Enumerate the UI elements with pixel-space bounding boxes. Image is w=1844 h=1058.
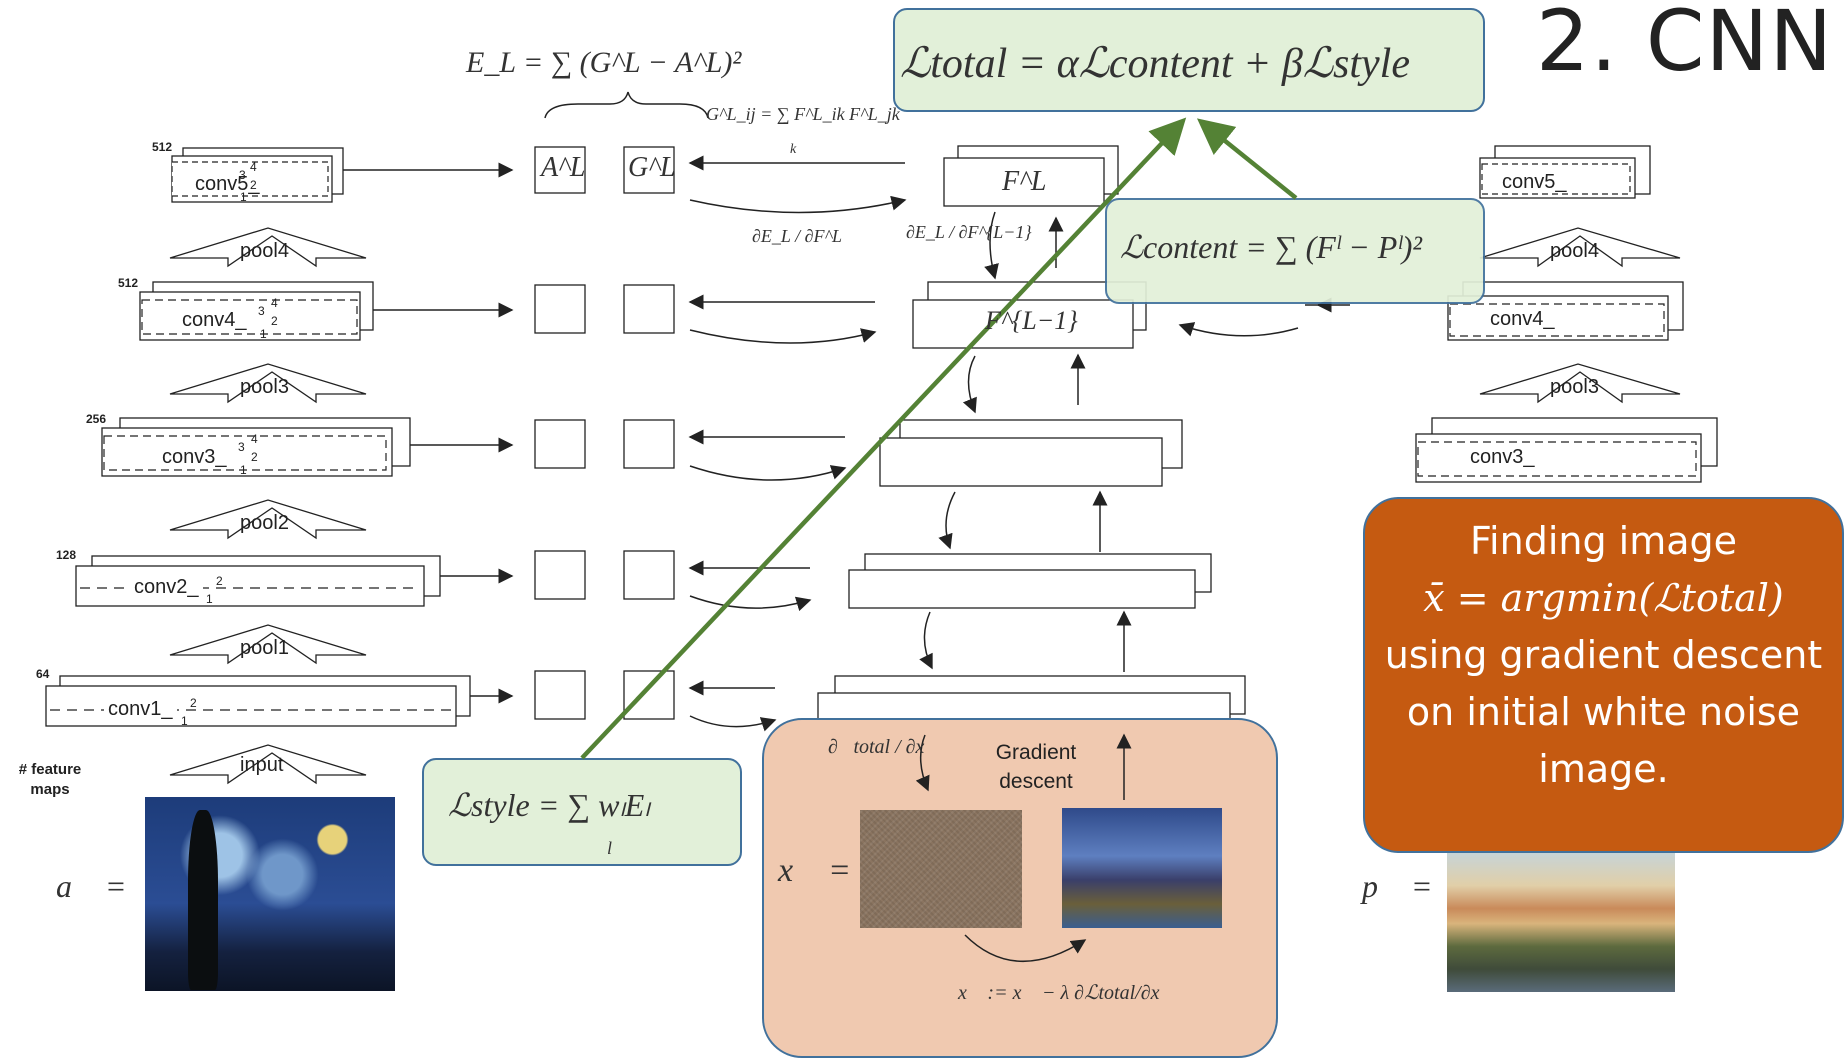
left-conv2-bottom: 1	[206, 592, 213, 606]
left-pool2-arrow	[169, 499, 367, 540]
left-conv3-mid: 3	[238, 440, 245, 454]
style-loss-equation: ℒstyle = ∑ wₗEₗ	[448, 787, 650, 823]
left-input-arrow	[169, 744, 367, 785]
update-rule: x⃗ := x⃗ − λ ∂ℒtotal/∂x⃗	[958, 982, 1176, 1004]
gradient-descent-label: Gradient descent	[995, 741, 1077, 793]
left-input-label: input	[240, 754, 284, 776]
left-conv3-right: 2	[251, 450, 258, 464]
style-loss-box	[422, 758, 742, 866]
dE-dFL1-label: ∂E_L / ∂F^{L−1}	[906, 222, 1032, 242]
left-conv4-right: 2	[271, 314, 278, 328]
left-conv4-bottom: 1	[260, 327, 267, 341]
left-conv5-right: 2	[250, 178, 257, 192]
objective-callout: Finding image x̄ = argmin(ℒtotal) using …	[1363, 497, 1844, 853]
noise-image	[860, 810, 1022, 928]
left-conv3-channels: 256	[86, 412, 107, 426]
right-conv4-label: conv4_	[1490, 308, 1555, 330]
callout-line-5: image.	[1538, 747, 1669, 791]
left-pool1-label: pool1	[240, 637, 289, 659]
feature-maps-label: # feature maps	[18, 761, 82, 798]
left-pool3-label: pool3	[240, 376, 289, 398]
left-conv5-mid: 3	[239, 168, 246, 182]
dL-dx-label: ∂ℒtotal / ∂x⃗	[828, 736, 940, 758]
left-pool4-label: pool4	[240, 240, 289, 262]
style-error-equation: E_L = ∑ (G^L − A^L)²	[466, 46, 742, 79]
left-conv1-sup: 2	[190, 696, 197, 710]
FL1-label: F^{L−1}	[985, 306, 1078, 335]
a-label: a⃗ =	[56, 868, 127, 904]
left-pool2-label: pool2	[240, 512, 289, 534]
style-image-starry-night	[145, 797, 395, 991]
left-conv4-mid: 3	[258, 304, 265, 318]
cypress-tree-shape	[188, 810, 218, 990]
total-loss-box	[893, 8, 1485, 112]
A-label: A^L	[541, 152, 586, 183]
left-conv4-label: conv4_	[182, 309, 247, 331]
left-pool3-arrow	[169, 363, 367, 404]
left-conv2-channels: 128	[56, 548, 77, 562]
gram-boxes	[534, 146, 675, 720]
stylized-output-image	[1062, 808, 1222, 928]
left-conv5-layer	[171, 147, 344, 203]
slide-title: 2. CNN	[1536, 0, 1834, 90]
right-layers	[1415, 145, 1718, 483]
right-pool3-arrow	[1479, 363, 1681, 404]
left-conv4-layer	[139, 281, 374, 341]
left-conv1-channels: 64	[36, 667, 50, 681]
left-conv2-sup: 2	[216, 574, 223, 588]
dE-dF-label: ∂E_L / ∂F^L	[752, 226, 843, 246]
callout-line-1: Finding image	[1469, 519, 1738, 563]
left-conv2-label: conv2_	[130, 576, 203, 599]
content-image-tubingen	[1447, 840, 1675, 992]
left-conv1-bottom: 1	[181, 714, 188, 728]
total-loss-equation: ℒtotal = αℒcontent + βℒstyle	[900, 41, 1410, 87]
FL-label: F^L	[1002, 166, 1047, 197]
right-pool4-arrow	[1479, 227, 1681, 268]
right-conv3-label: conv3_	[1470, 446, 1535, 468]
left-conv1-label: conv1_	[104, 698, 177, 721]
right-pool3-label: pool3	[1550, 376, 1599, 398]
gram-sub: k	[790, 142, 797, 157]
style-loss-sub: l	[607, 838, 613, 858]
left-pool4-arrow	[169, 227, 367, 268]
left-conv3-sup: 4	[251, 432, 258, 446]
right-pool4-label: pool4	[1550, 240, 1599, 262]
callout-line-3: using gradient descent	[1384, 633, 1823, 677]
left-conv4-channels: 512	[118, 276, 139, 290]
content-loss-equation: ℒcontent = ∑ (Fˡ − Pˡ)²	[1120, 229, 1422, 265]
callout-line-4: on initial white noise	[1406, 690, 1801, 734]
left-conv3-label: conv3_	[162, 446, 227, 468]
left-conv3-bottom: 1	[240, 463, 247, 477]
left-conv5-channels: 512	[152, 140, 173, 154]
left-conv3-layer	[101, 417, 411, 477]
left-conv4-sup: 4	[271, 296, 278, 310]
x-label: x⃗ =	[778, 852, 851, 889]
left-conv5-bottom: 1	[240, 190, 247, 204]
callout-line-2: x̄ = argmin(ℒtotal)	[1423, 576, 1784, 620]
G-label: G^L	[628, 152, 676, 183]
left-conv5-sup: 4	[250, 160, 257, 174]
left-pool1-arrow	[169, 624, 367, 665]
left-conv5-label: conv5_	[195, 173, 260, 195]
p-label: p⃗ =	[1362, 868, 1433, 904]
gram-equation: G^L_ij = ∑ F^L_ik F^L_jk	[706, 104, 900, 124]
right-conv5-label: conv5_	[1502, 171, 1567, 193]
